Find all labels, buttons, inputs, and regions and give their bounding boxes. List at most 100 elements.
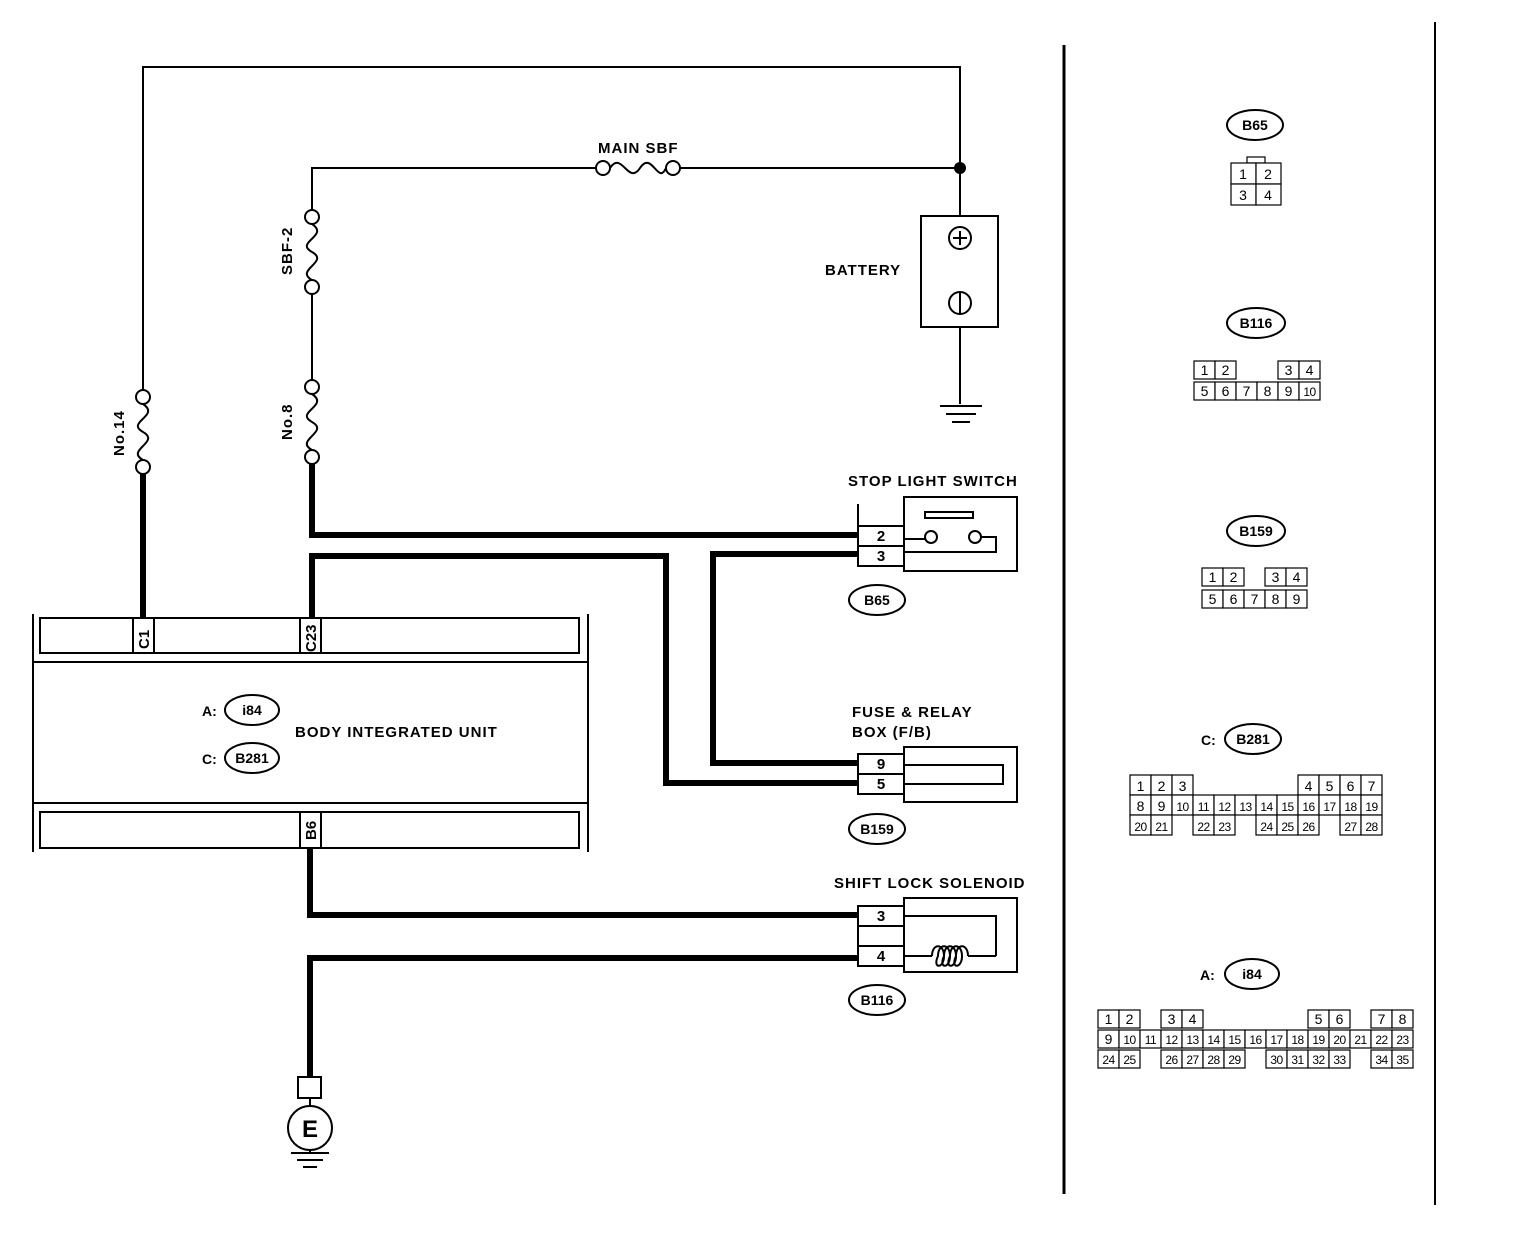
stop-light-pin-bottom: 3 [877,548,885,565]
legend-pin: 9 [1105,1031,1113,1047]
legend-b281-prefix: C: [1201,732,1216,748]
legend-pin: 25 [1123,1053,1136,1067]
legend-pin: 3 [1272,569,1280,585]
legend-pin: 10 [1123,1033,1136,1047]
stop-light-connector-tag [848,584,906,616]
legend-pin: 6 [1347,778,1355,794]
legend-pin: 3 [1179,778,1187,794]
unit-a-tag [224,694,280,726]
legend-pin: 19 [1365,800,1378,814]
legend-pin: 4 [1189,1011,1197,1027]
shift-lock-solenoid-label: SHIFT LOCK SOLENOID [834,875,1026,892]
legend-pin: 7 [1251,591,1259,607]
legend-pin: 6 [1222,383,1230,399]
battery-ground-icon [940,405,982,423]
stop-light-pin-top: 2 [877,528,885,545]
stop-light-switch [857,496,1018,572]
legend-pin: 1 [1201,362,1209,378]
svg-text:3: 3 [1239,187,1247,203]
legend-pin: 2 [1126,1011,1134,1027]
solenoid-connector-tag [848,984,906,1016]
legend-pin: 26 [1302,820,1315,834]
legend-pin: 9 [1293,591,1301,607]
legend-pin: 30 [1270,1053,1283,1067]
legend-pin: 17 [1323,800,1336,814]
legend-b281-name: B281 [1236,731,1270,747]
solenoid-pin-top: 3 [877,908,885,925]
legend-pin: 3 [1168,1011,1176,1027]
legend-pin: 12 [1218,800,1231,814]
legend-pin: 15 [1281,800,1294,814]
unit-c-tag [224,742,280,774]
legend-pin: 5 [1209,591,1217,607]
stop-light-switch-label: STOP LIGHT SWITCH [848,473,1018,490]
no8-label: No.8 [279,403,296,440]
legend-pin: 8 [1137,798,1145,814]
svg-text:2: 2 [1264,166,1272,182]
legend-pin: 4 [1306,362,1314,378]
legend-b65: B65 1 2 3 4 [1226,109,1284,206]
legend-pin: 8 [1272,591,1280,607]
unit-c-prefix: C: [202,751,217,767]
legend-pin: 5 [1326,778,1334,794]
solenoid-connector-name: B116 [861,992,894,1008]
junction-dot [954,162,966,174]
legend-pin: 25 [1281,820,1294,834]
main-sbf-label: MAIN SBF [598,140,679,157]
svg-text:1: 1 [1239,166,1247,182]
legend-pin: 7 [1243,383,1251,399]
legend-pin: 16 [1302,800,1315,814]
no14-label: No.14 [111,410,128,456]
legend-pin: 23 [1396,1033,1409,1047]
thick-wires [140,464,860,1077]
legend-pin: 24 [1102,1053,1115,1067]
legend-pin: 31 [1291,1053,1304,1067]
legend-pin: 4 [1293,569,1301,585]
legend-b116-name: B116 [1240,315,1273,331]
legend-pin: 28 [1207,1053,1220,1067]
legend-pin: 18 [1344,800,1357,814]
unit-c-name: B281 [235,750,269,766]
legend-pin: 35 [1396,1053,1409,1067]
legend-pin: 26 [1165,1053,1178,1067]
unit-a-prefix: A: [202,703,217,719]
legend-pin: 27 [1344,820,1357,834]
legend-pin: 13 [1186,1033,1199,1047]
legend-pin: 1 [1209,569,1217,585]
legend-pin: 1 [1105,1011,1113,1027]
fuse-box-connector-name: B159 [860,821,894,837]
solenoid-pin-bottom: 4 [877,948,886,965]
legend-pin: 19 [1312,1033,1325,1047]
legend-pin: 12 [1165,1033,1178,1047]
svg-text:4: 4 [1264,187,1272,203]
legend-b159-name: B159 [1239,523,1273,539]
fuse-relay-box [857,746,1018,803]
legend-pin: 20 [1333,1033,1346,1047]
legend-pin: 7 [1368,778,1376,794]
legend-pin: 2 [1222,362,1230,378]
fuse-box-pin-bottom: 5 [877,776,885,793]
body-integrated-unit [32,614,589,852]
legend-pin: 28 [1365,820,1378,834]
legend-pin: 8 [1399,1011,1407,1027]
battery [920,215,999,328]
legend-pin: 15 [1228,1033,1241,1047]
ground-icon [291,1152,329,1168]
legend-pin: 1 [1137,778,1145,794]
legend-pin: 34 [1375,1053,1388,1067]
battery-label: BATTERY [825,262,901,279]
legend-pin: 24 [1260,820,1273,834]
legend-pin: 29 [1228,1053,1241,1067]
stop-light-connector-name: B65 [864,592,890,608]
legend-pin: 22 [1375,1033,1388,1047]
fuse-box-pin-top: 9 [877,756,885,773]
legend-pin: 5 [1201,383,1209,399]
legend-pin: 6 [1336,1011,1344,1027]
fuse-box-connector-tag [848,813,906,845]
legend-pin: 9 [1285,383,1293,399]
legend-pin: 18 [1291,1033,1304,1047]
